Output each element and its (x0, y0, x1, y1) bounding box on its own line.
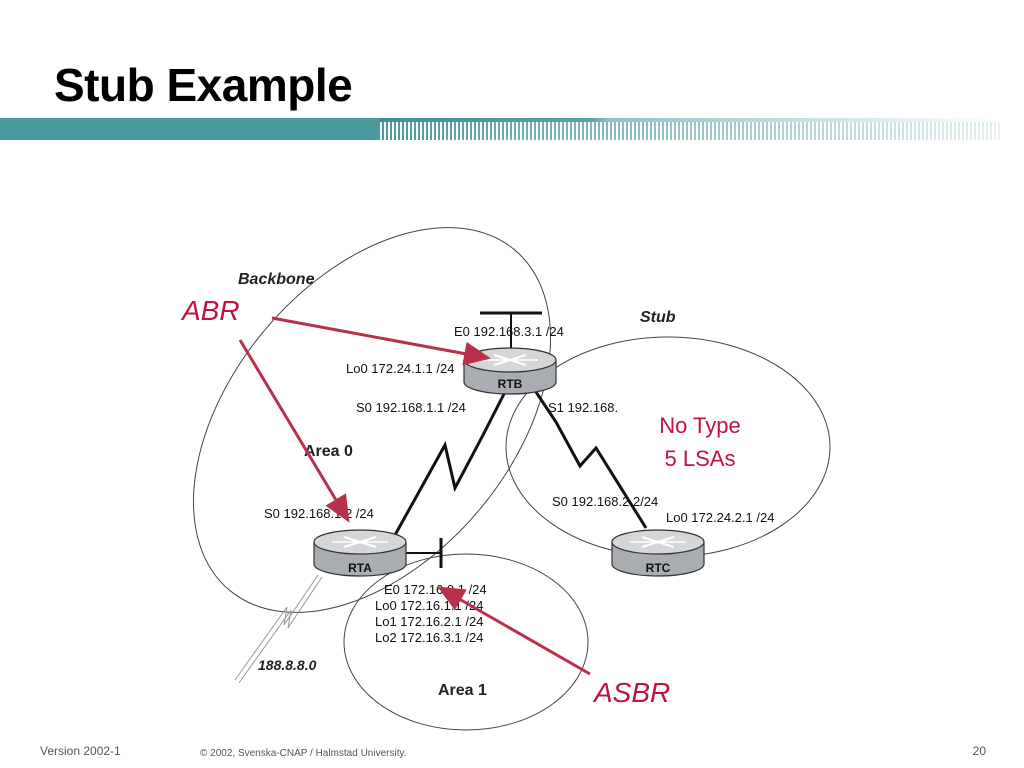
router-rtb-label: RTB (498, 377, 523, 391)
abr-arrow-to-rta (238, 339, 350, 523)
rta-s0-label: S0 192.168.1.2 /24 (264, 506, 374, 521)
stripe-pattern (380, 118, 1000, 140)
rta-lo2-label: Lo2 172.16.3.1 /24 (375, 630, 483, 645)
rta-e0-label: E0 172.16.0.1 /24 (384, 582, 487, 597)
rtc-lo0-label: Lo0 172.24.2.1 /24 (666, 510, 774, 525)
router-arrows-icon (630, 536, 686, 548)
area0-label: Area 0 (304, 443, 353, 460)
router-rta[interactable]: RTA (313, 529, 407, 577)
external-network-label: 188.8.8.0 (258, 657, 317, 673)
rtb-lo0-label: Lo0 172.24.1.1 /24 (346, 361, 454, 376)
backbone-label: Backbone (238, 271, 315, 288)
rtb-s0-label: S0 192.168.1.1 /24 (356, 400, 466, 415)
rtc-s0-label: S0 192.168.2.2/24 (552, 494, 658, 509)
area1-boundary (343, 553, 589, 731)
slide-title: Stub Example (54, 59, 353, 111)
asbr-arrow-to-rta (437, 586, 591, 676)
serial-link-rtb-rtc (534, 391, 648, 529)
rtb-s1-label: S1 192.168. (548, 400, 618, 415)
router-rtc-label: RTC (646, 561, 671, 575)
footer-copyright: © 2002, Svenska-CNAP / Halmstad Universi… (200, 748, 407, 759)
footer-version: Version 2002-1 (40, 744, 121, 758)
router-arrows-icon (482, 354, 538, 366)
rta-lo1-label: Lo1 172.16.2.1 /24 (375, 614, 483, 629)
router-rtc[interactable]: RTC (611, 529, 705, 577)
rta-lo0-label: Lo0 172.16.1.1 /24 (375, 598, 483, 613)
no-type-callout-line1: No Type (659, 413, 741, 438)
stub-label: Stub (640, 309, 676, 326)
asbr-callout: ASBR (592, 677, 670, 708)
area1-label: Area 1 (438, 682, 487, 699)
router-rta-label: RTA (348, 561, 372, 575)
rtb-e0-label: E0 192.168.3.1 /24 (454, 324, 564, 339)
backbone-area-boundary (192, 227, 552, 613)
page-number: 20 (972, 744, 986, 758)
external-link-188 (234, 574, 319, 681)
serial-link-rtb-rta (393, 389, 508, 536)
no-type-callout-line2: 5 LSAs (665, 446, 736, 471)
router-arrows-icon (332, 536, 388, 548)
abr-arrow-to-rtb (271, 316, 491, 366)
abr-callout: ABR (180, 295, 240, 326)
header-stripe-bar (0, 118, 1000, 140)
